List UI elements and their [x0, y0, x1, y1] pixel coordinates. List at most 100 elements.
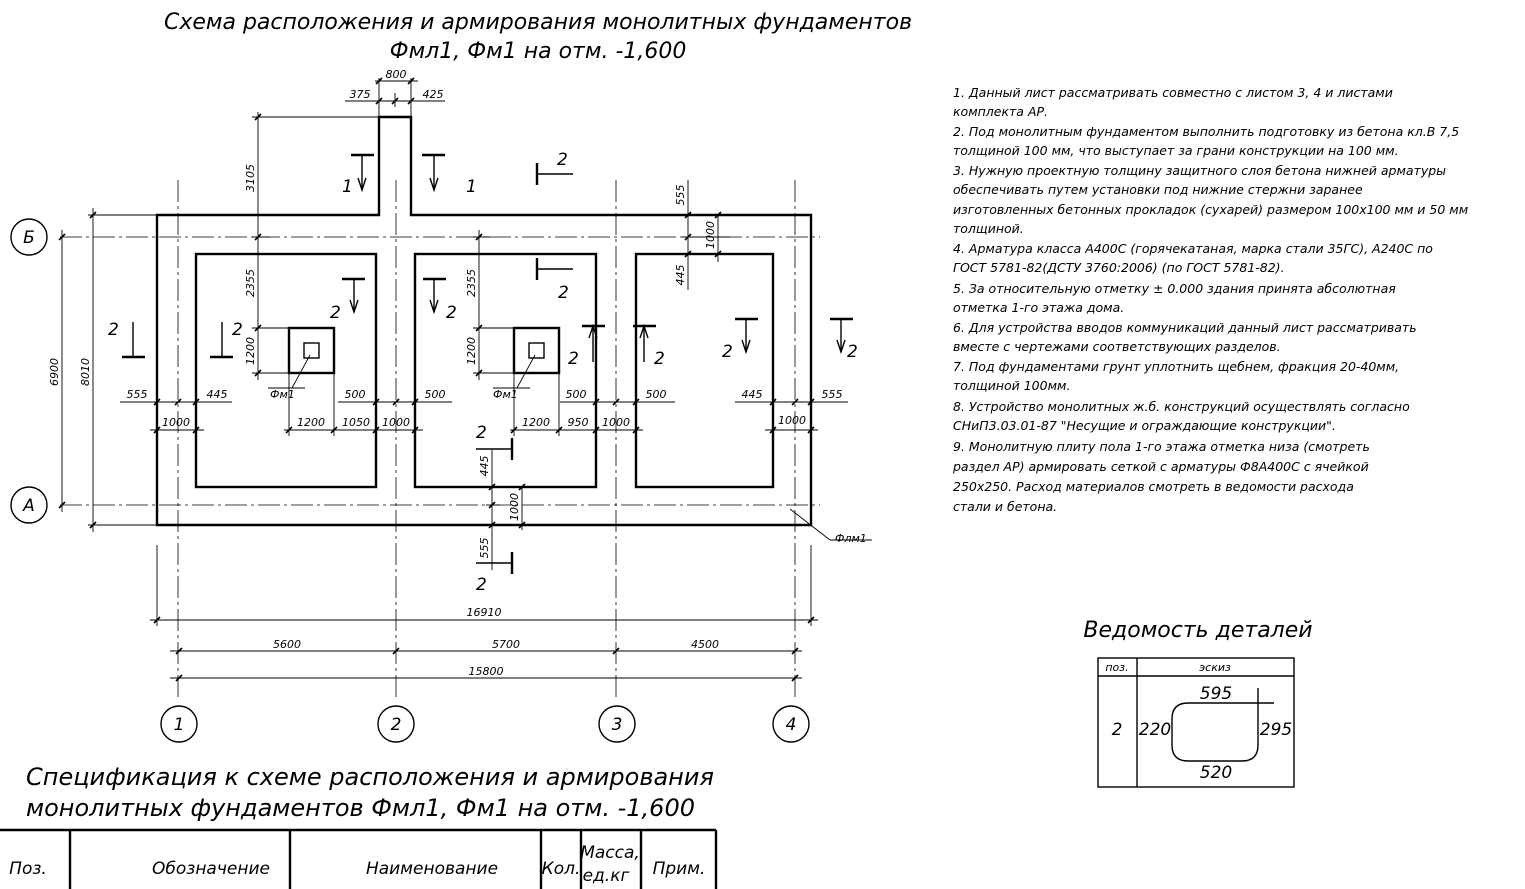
section-mark-2-left-outer: 2: [108, 320, 145, 359]
section-mark-2-top: 2: [535, 150, 573, 185]
note-line: 5. За относительную отметку ± 0.000 здан…: [953, 281, 1396, 296]
svg-text:2: 2: [391, 715, 402, 735]
column-footing-1: [287, 326, 336, 375]
section-mark-2-c: 2: [568, 323, 605, 369]
note-line: 3. Нужную проектную толщину защитного сл…: [953, 163, 1446, 178]
note-line: 8. Устройство монолитных ж.б. конструкци…: [953, 399, 1410, 414]
svg-text:16910: 16910: [467, 606, 502, 619]
dim-left-overall: 6900 8010: [48, 208, 157, 532]
svg-text:445: 445: [478, 456, 491, 477]
spec-title-line2: монолитных фундаментов Фмл1, Фм1 на отм.…: [26, 794, 695, 822]
details-pos-value: 2: [1112, 720, 1123, 740]
svg-text:445: 445: [742, 388, 763, 401]
spec-col-mass-line2: ед.кг: [583, 866, 630, 886]
label-flm1: Флм1: [835, 532, 867, 545]
details-col-sketch: эскиз: [1199, 661, 1231, 674]
axis-bubble-1: 1: [160, 705, 198, 743]
svg-text:555: 555: [822, 388, 843, 401]
slab-outline-flm1: [155, 115, 813, 527]
svg-text:1000: 1000: [382, 416, 410, 429]
section-mark-2-a: 2: [330, 277, 365, 323]
svg-text:2: 2: [557, 150, 568, 170]
section-mark-2-left-inner: 2: [210, 320, 243, 359]
drawing-title-line2: Фмл1, Фм1 на отм. -1,600: [390, 39, 687, 64]
section-mark-2-lower-b: 2: [476, 552, 514, 595]
dim-vertical-right-column: 2355 1200: [465, 230, 515, 380]
section-mark-2-e: 2: [722, 317, 758, 362]
svg-text:2: 2: [476, 423, 487, 443]
note-line: 7. Под фундаментами грунт уплотнить щебн…: [953, 359, 1399, 374]
label-fm1-right: Фм1: [493, 388, 518, 401]
drawing-title-line1: Схема расположения и армирования монолит…: [164, 10, 912, 35]
dim-row-upper: 555 445 500 500 500 500 445 555: [120, 388, 848, 406]
svg-text:555: 555: [478, 538, 491, 559]
svg-text:1000: 1000: [704, 221, 717, 249]
svg-text:1000: 1000: [162, 416, 190, 429]
section-mark-2-mid-top: 2: [535, 258, 573, 303]
inner-opening-2: [413, 252, 598, 489]
svg-text:3: 3: [612, 715, 623, 735]
svg-text:445: 445: [674, 265, 687, 286]
inner-opening-3: [634, 252, 775, 489]
axis-bubble-4: 4: [772, 705, 810, 743]
label-fm1-left: Фм1: [270, 388, 295, 401]
svg-text:8010: 8010: [79, 358, 92, 386]
svg-text:555: 555: [674, 185, 687, 206]
detail-dim-right: 295: [1260, 720, 1292, 740]
note-line: 6. Для устройства вводов коммуникаций да…: [953, 320, 1417, 335]
svg-text:1200: 1200: [297, 416, 325, 429]
dim-middle-lower: 445 1000 555: [478, 450, 526, 570]
svg-text:950: 950: [568, 416, 589, 429]
svg-text:15800: 15800: [469, 665, 504, 678]
svg-text:375: 375: [350, 88, 371, 101]
detail-dim-bottom: 520: [1200, 763, 1232, 783]
dim-bottom-overall: 16910 5600 5700 4500 15800: [150, 545, 818, 682]
inner-opening-1: [194, 252, 378, 489]
note-line: 2. Под монолитным фундаментом выполнить …: [953, 124, 1459, 139]
note-line: 250х250. Расход материалов смотреть в ве…: [953, 479, 1354, 494]
note-line: изготовленных бетонных прокладок (сухаре…: [953, 202, 1468, 217]
svg-text:3105: 3105: [244, 164, 257, 192]
svg-text:4500: 4500: [691, 638, 719, 651]
note-line: толщиной 100 мм, что выступает за грани …: [953, 143, 1399, 158]
section-mark-2-b: 2: [423, 277, 457, 323]
svg-text:2: 2: [847, 342, 858, 362]
svg-text:2355: 2355: [244, 269, 257, 297]
svg-text:2: 2: [654, 349, 665, 369]
svg-text:1200: 1200: [522, 416, 550, 429]
svg-text:2: 2: [446, 303, 457, 323]
note-line: вместе с чертежами соответствующих разде…: [953, 339, 1281, 354]
svg-text:1000: 1000: [778, 414, 806, 427]
note-line: 1. Данный лист рассматривать совместно с…: [953, 85, 1393, 100]
svg-text:2: 2: [558, 283, 569, 303]
svg-text:Б: Б: [23, 228, 35, 248]
section-mark-1-right: 1: [422, 153, 477, 197]
general-notes: 1. Данный лист рассматривать совместно с…: [952, 85, 1468, 514]
svg-text:5700: 5700: [492, 638, 520, 651]
note-line: отметка 1-го этажа дома.: [953, 300, 1124, 315]
dim-right-upper: 555 1000 445: [674, 180, 730, 290]
svg-text:500: 500: [646, 388, 667, 401]
svg-text:445: 445: [207, 388, 228, 401]
details-table: Ведомость деталей поз. эскиз 2 595 220 2…: [1083, 618, 1313, 788]
svg-text:500: 500: [566, 388, 587, 401]
svg-text:2355: 2355: [465, 269, 478, 297]
spec-col-designation: Обозначение: [152, 859, 270, 879]
note-line: толщиной.: [953, 221, 1024, 236]
svg-text:1: 1: [466, 177, 477, 197]
spec-col-qty: Кол.: [542, 859, 581, 879]
svg-text:1000: 1000: [508, 493, 521, 521]
axis-bubble-b: Б: [10, 218, 48, 256]
svg-text:555: 555: [127, 388, 148, 401]
detail-dim-left: 220: [1139, 720, 1171, 740]
svg-text:1200: 1200: [465, 337, 478, 365]
spec-title-line1: Спецификация к схеме расположения и арми…: [26, 763, 714, 791]
svg-text:6900: 6900: [48, 358, 61, 386]
svg-text:4: 4: [786, 715, 797, 735]
detail-sketch-shape: [1171, 688, 1274, 762]
svg-text:2: 2: [722, 342, 733, 362]
dim-top-protrusion: 800 375 425: [345, 68, 445, 117]
note-line: раздел АР) армировать сеткой с арматуры …: [952, 459, 1369, 474]
grid-axes: [60, 180, 820, 700]
